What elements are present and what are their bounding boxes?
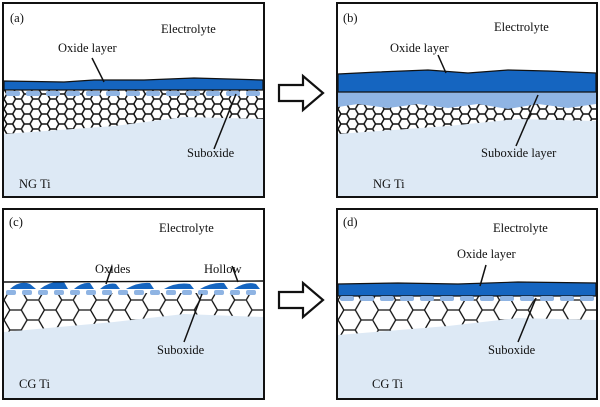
transition-arrow-icon [277,73,325,113]
hollow-pointer [231,265,239,283]
transition-arrow-icon [277,280,325,320]
suboxide-pointer [213,93,237,150]
suboxide-label: Suboxide [488,343,536,357]
suboxide-dashes [6,290,256,295]
panel-b: (b) Electrolyte Oxide layer Suboxide lay… [336,2,598,198]
oxide-layer-label: Oxide layer [58,41,117,55]
substrate-region [338,318,596,398]
oxide-layer [338,281,596,297]
substrate-label: CG Ti [372,377,403,391]
oxide-layer [338,69,596,93]
surface-line [4,280,263,283]
suboxide-pointer [183,293,203,343]
panel-tag: (a) [10,11,24,25]
panel-a-drawing [4,57,263,196]
substrate-region [338,119,596,196]
electrolyte-label: Electrolyte [161,22,216,36]
panel-tag: (d) [343,215,358,229]
substrate-label: NG Ti [373,177,405,191]
panel-c: (c) Electrolyte Oxides Hollow Suboxide C… [2,208,265,400]
panel-tag: (b) [343,11,358,25]
substrate-label: CG Ti [19,377,50,391]
panel-d: (d) Electrolyte Oxide layer Suboxide CG … [336,208,598,400]
suboxide-label: Suboxide [157,343,205,357]
panel-c-drawing [4,265,263,398]
oxide-layer-label: Oxide layer [390,41,449,55]
suboxide-pointer [515,94,539,147]
panel-tag: (c) [9,215,23,229]
oxide-pointer [437,54,447,74]
substrate-region [4,117,263,196]
suboxide-pointer [517,297,537,343]
substrate-label: NG Ti [19,177,51,191]
oxide-pointer [91,57,105,83]
oxide-islands [10,281,260,289]
suboxide-label: Suboxide [187,146,235,160]
suboxide-layer [338,92,596,109]
hollow-label: Hollow [204,262,242,276]
oxides-pointer [105,265,113,285]
electrolyte-label: Electrolyte [493,221,548,235]
oxide-pointer [479,264,487,287]
electrolyte-label: Electrolyte [494,20,549,34]
oxide-layer [4,77,263,91]
oxides-label: Oxides [95,262,131,276]
suboxide-layer-label: Suboxide layer [481,146,557,160]
panel-d-drawing [338,264,596,398]
oxide-layer-label: Oxide layer [457,247,516,261]
panel-b-drawing [338,54,596,196]
electrolyte-label: Electrolyte [159,221,214,235]
panel-a: (a) Electrolyte Oxide layer Suboxide NG … [2,2,265,198]
suboxide-dashes [340,296,594,301]
substrate-region [4,314,263,398]
